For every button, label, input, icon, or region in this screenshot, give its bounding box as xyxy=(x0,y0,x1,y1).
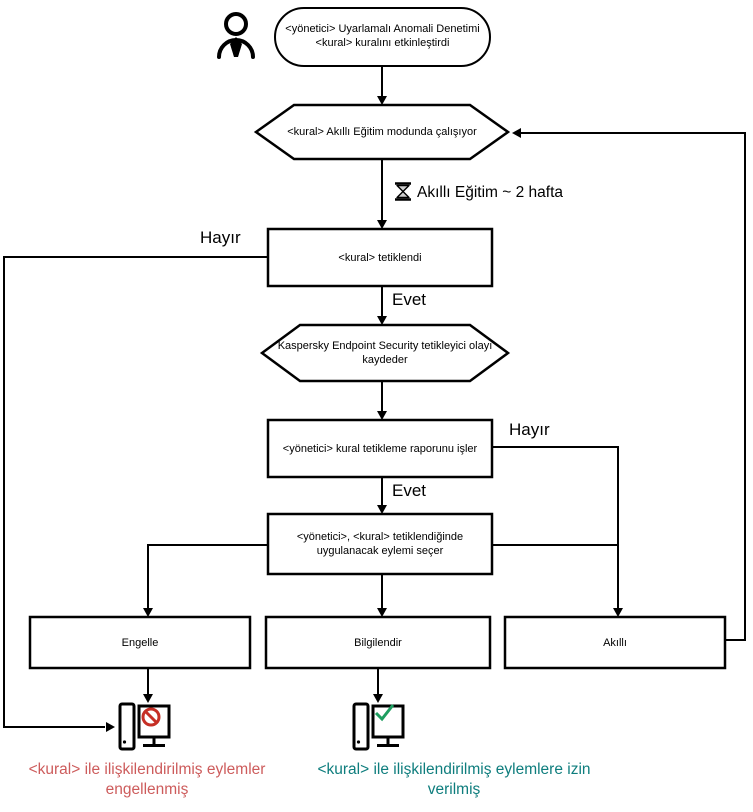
outcome-allowed-line1: <kural> ile ilişkilendirilmiş eylemlere … xyxy=(317,761,591,778)
timer-label: Akıllı Eğitim ~ 2 hafta xyxy=(417,184,564,201)
log-event-text: Kaspersky Endpoint Security tetikleyici … xyxy=(262,339,508,367)
choose-action-line2: uygulanacak eylemi seçer xyxy=(316,545,444,557)
prohibition-icon xyxy=(141,707,161,727)
training-mode-shape xyxy=(253,103,511,161)
computer-blocked-icon xyxy=(118,702,171,751)
choose-action-line1: <yönetici>, <kural> tetiklendiğinde xyxy=(296,531,464,543)
process-shapes xyxy=(28,227,727,670)
user-icon xyxy=(217,12,255,59)
outcome-blocked-line2: engellenmiş xyxy=(105,781,189,798)
yes-label-2: Evet xyxy=(392,481,427,500)
action-smart-text: Akıllı xyxy=(603,637,627,649)
arrowheads xyxy=(106,96,623,732)
rule-triggered-text: <kural> tetiklendi xyxy=(338,252,422,264)
start-line1: <yönetici> Uyarlamalı Anomali Denetimi xyxy=(285,23,480,35)
no-label-1: Hayır xyxy=(200,228,241,247)
no-label-2: Hayır xyxy=(509,420,550,439)
training-mode-text: <kural> Akıllı Eğitim modunda çalışıyor xyxy=(287,126,477,138)
log-event-line1: Kaspersky Endpoint Security tetikleyici … xyxy=(277,340,493,352)
log-event-line2: kaydeder xyxy=(362,354,408,366)
start-node-shape xyxy=(274,7,491,67)
outcome-blocked-line1: <kural> ile ilişkilendirilmiş eylemler xyxy=(28,761,266,778)
action-block-text: Engelle xyxy=(121,637,159,649)
process-report-text: <yönetici> kural tetikleme raporunu işle… xyxy=(282,443,478,455)
outcome-allowed-line2: verilmiş xyxy=(427,781,481,798)
hourglass-icon xyxy=(395,182,411,201)
action-inform-text: Bilgilendir xyxy=(354,637,402,649)
outcome-allowed-caption: <kural> ile ilişkilendirilmiş eylemlere … xyxy=(298,760,610,800)
computer-allowed-icon xyxy=(352,702,405,751)
checkmark-icon xyxy=(374,704,395,722)
log-event-shape xyxy=(259,323,511,383)
start-line2: <kural> kuralını etkinleştirdi xyxy=(315,37,450,49)
connector-lines xyxy=(3,66,746,728)
choose-action-text: <yönetici>, <kural> tetiklendiğinde uygu… xyxy=(268,530,492,558)
yes-label-1: Evet xyxy=(392,290,427,309)
outcome-blocked-caption: <kural> ile ilişkilendirilmiş eylemler e… xyxy=(8,760,286,800)
start-node-text: <yönetici> Uyarlamalı Anomali Denetimi <… xyxy=(275,22,490,50)
